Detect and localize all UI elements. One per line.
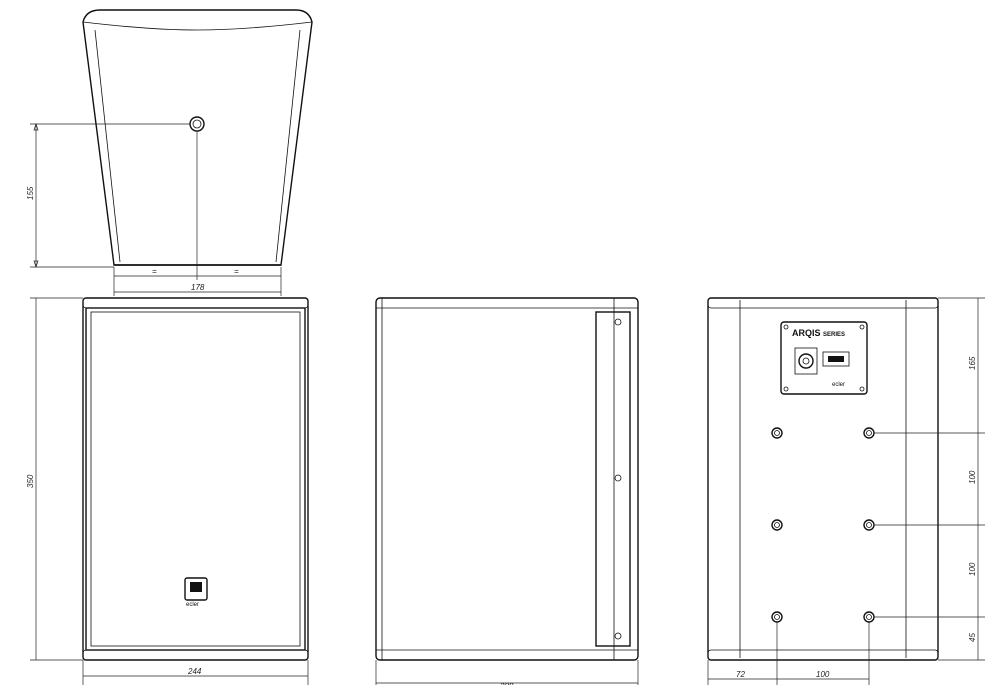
screw-icon [614,318,622,326]
fixing-point-icon [863,519,875,531]
fixing-point-icon [771,519,783,531]
fixing-point-icon [771,427,783,439]
svg-text:ARQIS: ARQIS [792,328,821,338]
top-view: 155 = = 178 [26,9,313,296]
dim-side-depth: 288 [499,682,514,685]
dim-rear-horizontal-spacing: 100 [816,670,830,679]
speakon-connector-icon [798,353,814,369]
dim-front-height: 350 [26,474,35,488]
ecler-logo-icon: ecler [184,577,208,608]
dim-front-width: 244 [187,667,202,676]
svg-text:ecler: ecler [186,602,199,608]
fixing-point-icon [863,611,875,623]
mounting-point-icon [189,116,205,132]
screw-icon [614,632,622,640]
side-view: 288 [375,297,639,685]
dim-rear-bottom-offset: 45 [968,633,977,642]
svg-text:ecler: ecler [832,382,845,388]
dim-top-view-height: 155 [26,186,35,200]
connector-plate: ARQIS SERIES ecler [780,321,868,395]
screw-icon [614,474,622,482]
svg-text:SERIES: SERIES [823,332,845,338]
dim-rear-top-offset: 165 [968,356,977,370]
dim-top-view-width: 178 [191,283,205,292]
fixing-point-icon [771,611,783,623]
dim-rear-side-offset: 72 [736,670,745,679]
rear-view: ARQIS SERIES ecler [707,297,985,685]
equal-mark-right: = [234,267,239,276]
dim-rear-spacing-2: 100 [968,562,977,576]
front-view: ecler 350 244 [26,297,309,685]
fixing-point-icon [863,427,875,439]
dim-rear-spacing-1: 100 [968,470,977,484]
equal-mark-left: = [152,267,157,276]
